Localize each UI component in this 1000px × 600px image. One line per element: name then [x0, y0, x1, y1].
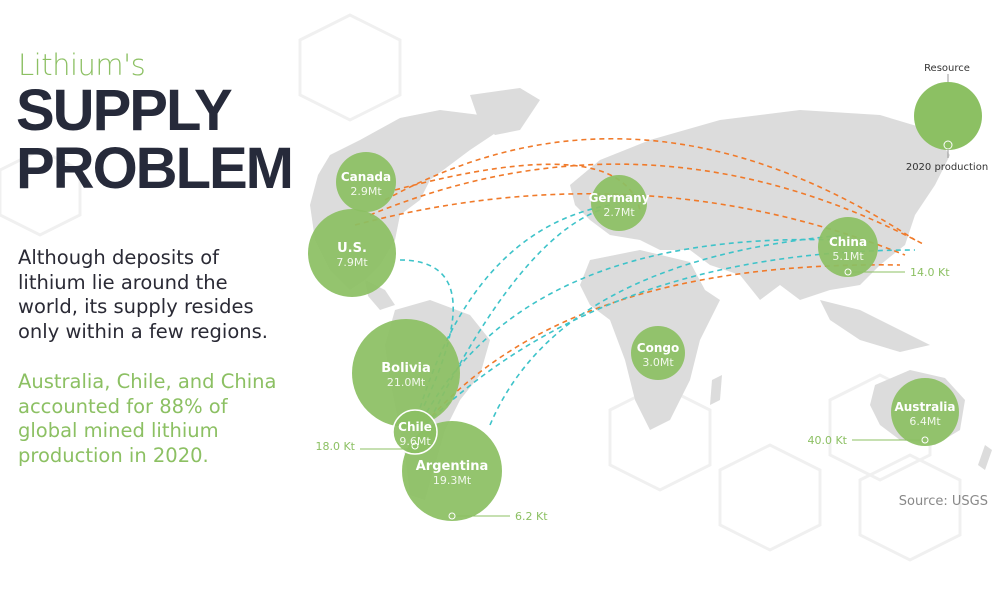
country-name: Chile [398, 420, 432, 434]
resource-circle [891, 378, 959, 446]
production-value: 40.0 Kt [807, 434, 847, 447]
legend-resource-circle [914, 82, 982, 150]
country-name: Australia [894, 400, 955, 414]
country-name: Canada [341, 170, 391, 184]
southeast-asia [820, 300, 930, 352]
production-value: 14.0 Kt [910, 266, 950, 279]
intro-text: Although deposits of lithium lie around … [18, 246, 268, 343]
country-name: Argentina [416, 459, 489, 474]
trade-route-0 [384, 137, 916, 241]
legend-production-label: 2020 production [906, 162, 988, 173]
greenland [470, 88, 540, 135]
country-name: Germany [589, 191, 650, 205]
resource-circle [352, 319, 460, 427]
country-name: China [829, 235, 867, 249]
resource-value: 3.0Mt [642, 356, 674, 369]
title-kicker: Lithium's [18, 48, 146, 82]
new-zealand [978, 445, 992, 470]
legend-resource-label: Resource [924, 63, 970, 74]
production-circle [921, 436, 929, 444]
country-name: Congo [637, 341, 679, 355]
resource-value: 2.7Mt [603, 206, 635, 219]
resource-circle [631, 326, 685, 380]
resource-circle [591, 175, 647, 231]
resource-value: 21.0Mt [387, 376, 426, 389]
resource-value: 5.1Mt [832, 250, 864, 263]
trade-route-4 [419, 264, 901, 431]
bubble-us: U.S.7.9Mt [308, 209, 396, 297]
source-note: Source: USGS [898, 494, 988, 509]
country-name: Bolivia [381, 361, 430, 376]
resource-value: 19.3Mt [433, 474, 472, 487]
trade-route-5 [414, 204, 611, 426]
resource-value: 2.9Mt [350, 185, 382, 198]
highlight-text: Australia, Chile, and China accounted fo… [18, 370, 277, 467]
resource-circle [392, 409, 438, 455]
production-circle [411, 442, 419, 450]
production-value: 6.2 Kt [515, 510, 548, 523]
resource-value: 7.9Mt [336, 256, 368, 269]
resource-circle [818, 217, 878, 277]
production-circle [844, 268, 852, 276]
production-value: 18.0 Kt [315, 440, 355, 453]
resource-circle [308, 209, 396, 297]
country-name: U.S. [337, 241, 367, 256]
resource-value: 6.4Mt [909, 415, 941, 428]
trade-route-8 [399, 259, 454, 431]
trade-route-9 [489, 234, 846, 426]
legend: Resource 2020 production [906, 63, 988, 173]
resource-circle [336, 152, 396, 212]
title-line-2: PROBLEM [16, 136, 294, 201]
title-line-1: SUPPLY [16, 78, 233, 143]
trade-route-7 [419, 249, 916, 431]
madagascar [710, 375, 722, 405]
resource-value: 9.6Mt [399, 435, 431, 448]
production-circle [448, 512, 456, 520]
trade-route-6 [417, 238, 841, 429]
page-title: SUPPLY PROBLEM [16, 78, 294, 201]
trade-route-1 [369, 163, 926, 246]
